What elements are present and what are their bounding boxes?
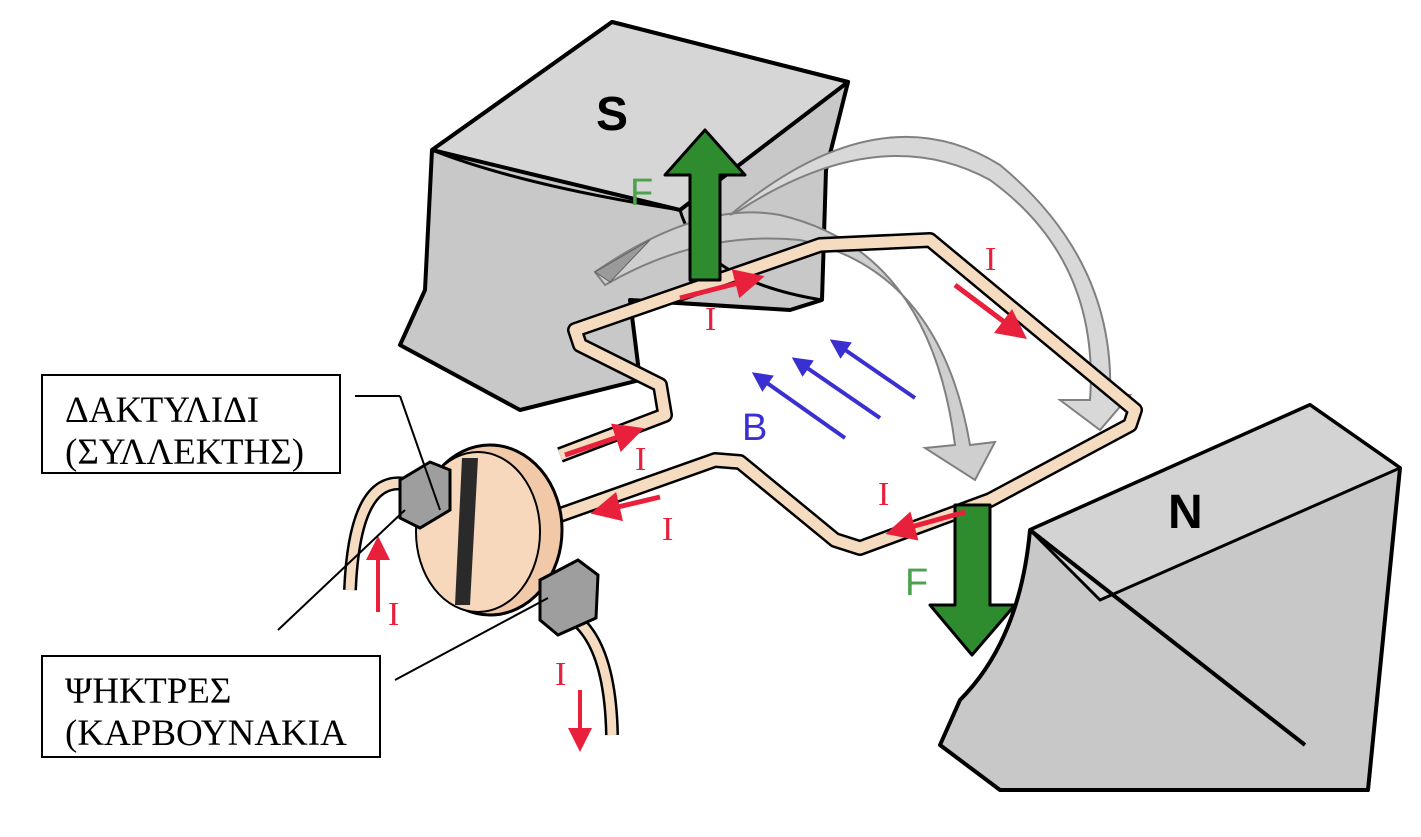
force-label-bottom: F: [905, 562, 928, 604]
current-label-bottom: I: [878, 476, 889, 513]
north-magnet: N: [938, 403, 1402, 792]
north-pole-letter: N: [1168, 486, 1203, 539]
current-label-lower-lead: I: [662, 511, 673, 548]
brushes-callout: ΨΗΚΤΡΕΣ (ΚΑΡΒΟΥΝΑΚΙΑ: [41, 655, 381, 758]
current-label-upper-lead: I: [635, 441, 646, 478]
force-arrow-down: [928, 503, 1017, 657]
brushes-callout-line1: ΨΗΚΤΡΕΣ: [65, 671, 232, 712]
coil-wire: [557, 232, 1143, 556]
leader-lines: [277, 395, 549, 681]
field-arrows: [751, 339, 917, 440]
force-arrow-up: [663, 128, 747, 282]
commutator-callout: ΔΑΚΤΥΛΙΔΙ (ΣΥΛΛΕΚΤΗΣ): [41, 374, 341, 474]
brush-upper: [398, 460, 452, 530]
current-label-brush-in: I: [388, 596, 399, 633]
south-pole-letter: S: [596, 88, 628, 141]
flux-arrows: [593, 135, 1133, 482]
field-label: B: [742, 407, 767, 449]
commutator-callout-line2: (ΣΥΛΛΕΚΤΗΣ): [65, 432, 305, 473]
brushes-callout-line2: (ΚΑΡΒΟΥΝΑΚΙΑ: [65, 713, 347, 754]
current-label-top: I: [705, 301, 716, 338]
force-label-top: F: [630, 172, 653, 214]
current-label-brush-out: I: [555, 656, 566, 693]
brush-lower: [538, 558, 600, 637]
current-arrows: [366, 269, 1027, 752]
current-label-right: I: [985, 241, 996, 278]
commutator-callout-line1: ΔΑΚΤΥΛΙΔΙ: [65, 390, 260, 431]
